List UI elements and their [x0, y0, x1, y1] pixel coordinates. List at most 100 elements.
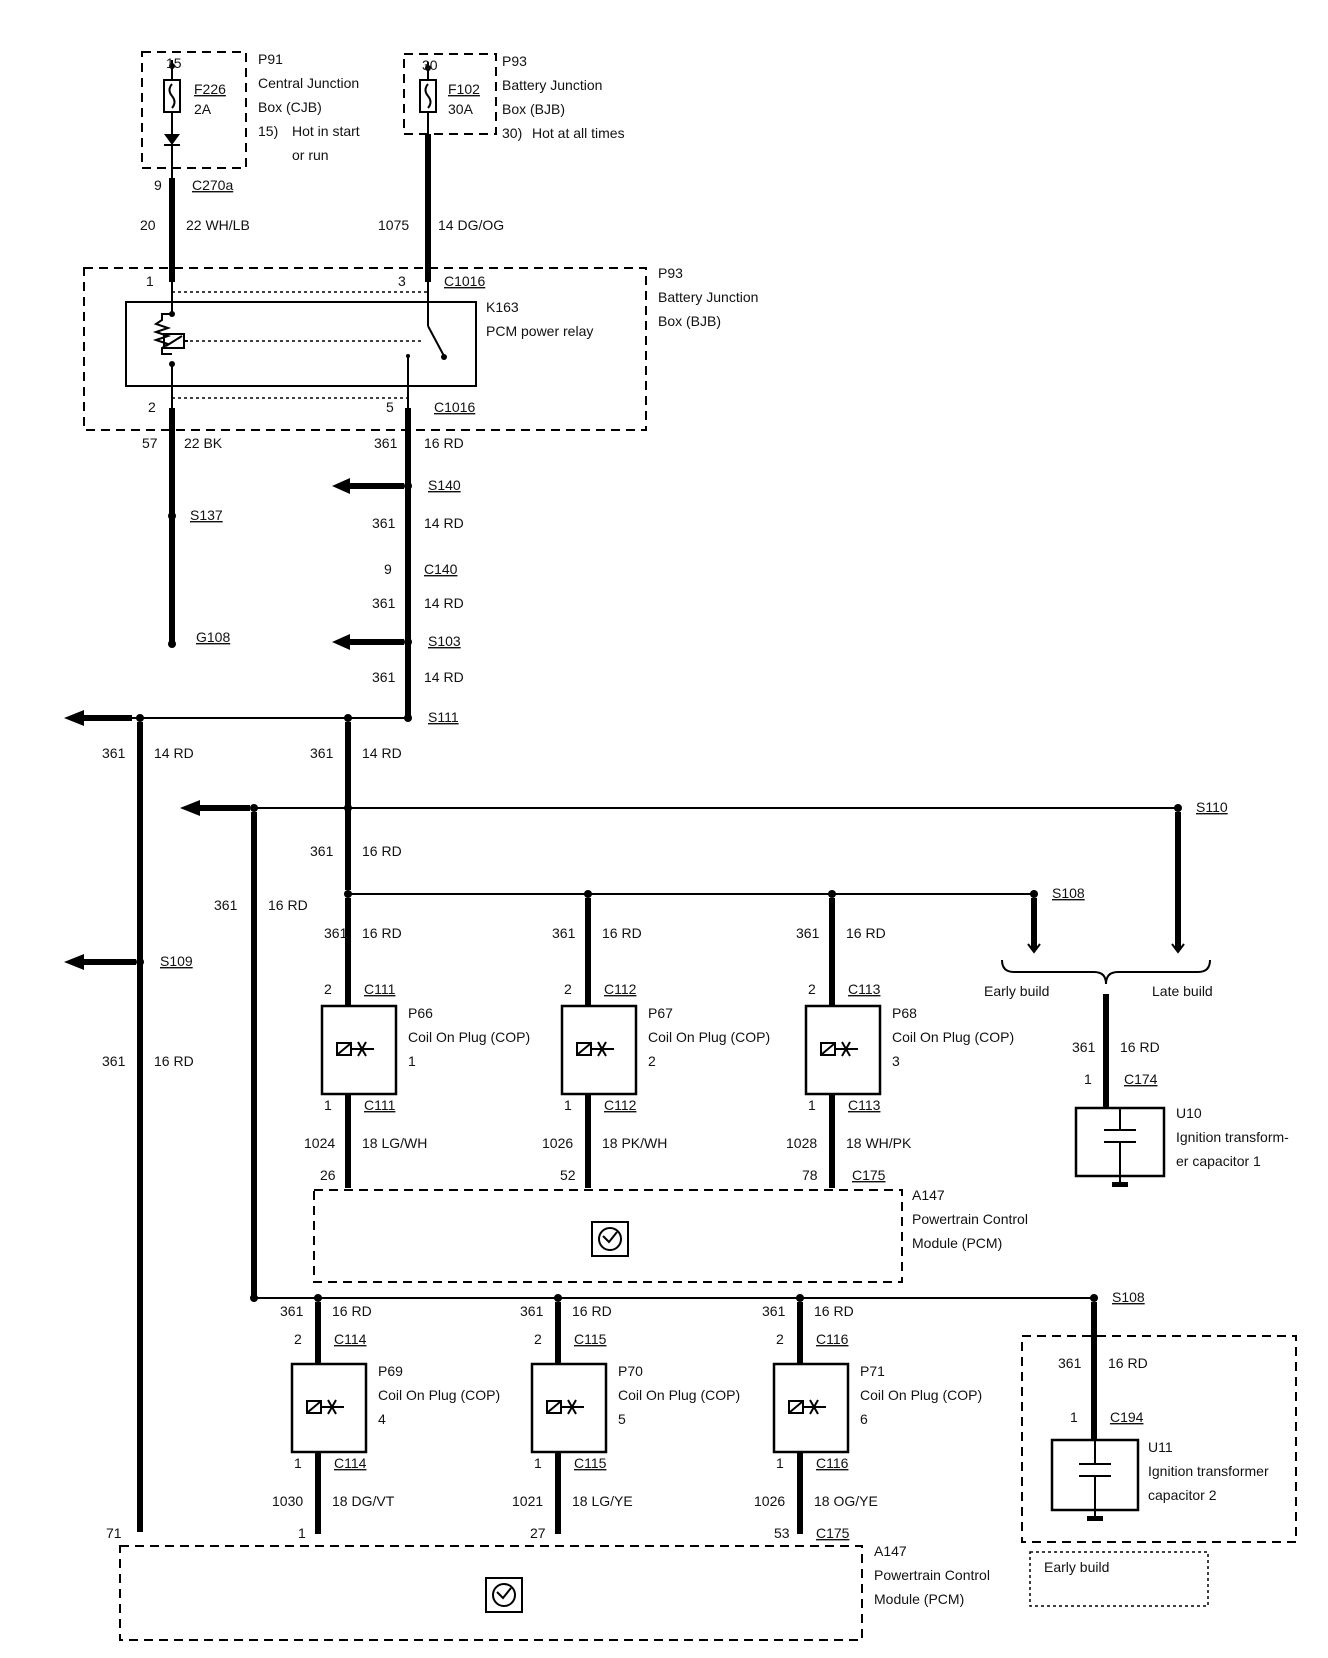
wire-circuit: 1028 [786, 1135, 817, 1151]
wire-spec: 14 RD [424, 515, 464, 531]
wire-circuit: 361 [372, 669, 396, 685]
wire-spec: 16 RD [1120, 1039, 1160, 1055]
pin-label: 1 [324, 1097, 332, 1113]
connector-c113-bottom: C113 [848, 1097, 881, 1113]
p91-pin: 15 [166, 55, 182, 71]
wire-spec: 16 RD [424, 435, 464, 451]
wire-circuit: 361 [796, 925, 820, 941]
k163-pcm-power-relay: K163 PCM power relay [125, 282, 593, 408]
pcm-icon [591, 1221, 629, 1257]
splice-s103: S103 [428, 633, 461, 649]
pcm-upper-name: Powertrain Control [912, 1211, 1028, 1227]
pin-label: 1 [564, 1097, 572, 1113]
pin-label: 71 [106, 1525, 122, 1541]
wire-spec: 16 RD [154, 1053, 194, 1069]
early-build-box-label: Early build [1044, 1559, 1109, 1575]
wire-spec: 14 RD [424, 595, 464, 611]
connector-c174: C174 [1124, 1071, 1158, 1087]
connector-c270a: C270a [192, 177, 233, 193]
wire-spec: 18 LG/WH [362, 1135, 427, 1151]
p69-num: 4 [378, 1411, 386, 1427]
wire-circuit: 1026 [542, 1135, 573, 1151]
wire-circuit: 361 [324, 925, 348, 941]
pin-label: 53 [774, 1525, 790, 1541]
wire-circuit: 1075 [378, 217, 409, 233]
wire-circuit: 361 [762, 1303, 786, 1319]
fuse-f226: F226 [194, 81, 226, 97]
wire-spec: 18 OG/YE [814, 1493, 878, 1509]
pin-label: 2 [808, 981, 816, 997]
pin-label: 5 [386, 399, 394, 415]
u11-name: Ignition transformer [1148, 1463, 1269, 1479]
pin-label: 1 [1084, 1071, 1092, 1087]
wire-spec: 18 DG/VT [332, 1493, 395, 1509]
connector-c112-bottom: C112 [604, 1097, 637, 1113]
pin-label: 2 [534, 1331, 542, 1347]
pin-label: 3 [398, 273, 406, 289]
pin-label: 1 [298, 1525, 306, 1541]
connector-c116-bottom: C116 [816, 1455, 849, 1471]
splice-s111: S111 [428, 709, 459, 725]
p93-name: Battery Junction [502, 77, 602, 93]
connector-c116-top: C116 [816, 1331, 849, 1347]
p93-battery-junction-box: P93 Battery Junction Box (BJB) 1 3 C1016… [83, 265, 758, 431]
arrow-left-icon [332, 478, 350, 494]
fuse-f102-rating: 30A [448, 101, 474, 117]
wire-spec: 18 WH/PK [846, 1135, 912, 1151]
u10-ignition-capacitor-1: U10 Ignition transform- er capacitor 1 [1074, 1105, 1289, 1187]
p91-ref: P91 [258, 51, 283, 67]
p67-num: 2 [648, 1053, 656, 1069]
wire-circuit: 1030 [272, 1493, 303, 1509]
connector-c111-top: C111 [364, 981, 396, 997]
wire-spec: 16 RD [602, 925, 642, 941]
ground-icon [1112, 1182, 1128, 1187]
ground-g108: G108 [196, 629, 230, 645]
wire-spec: 16 RD [268, 897, 308, 913]
connector-c115-bottom: C115 [574, 1455, 607, 1471]
p91-note: or run [292, 147, 329, 163]
ground-icon [1087, 1516, 1103, 1521]
early-build-label: Early build [984, 983, 1049, 999]
splice-s109: S109 [160, 953, 193, 969]
p93-battery-junction-box-top: 30 F102 30A P93 Battery Junction Box (BJ… [403, 53, 625, 141]
p68-name: Coil On Plug (COP) [892, 1029, 1014, 1045]
pcm-lower-name: Module (PCM) [874, 1591, 964, 1607]
p71-num: 6 [860, 1411, 868, 1427]
wire-circuit: 361 [1058, 1355, 1082, 1371]
wire-spec: 14 RD [362, 745, 402, 761]
p68-ref: P68 [892, 1005, 917, 1021]
wire-circuit: 1024 [304, 1135, 335, 1151]
pin-label: 26 [320, 1167, 336, 1183]
p93-note: Hot at all times [532, 125, 625, 141]
coil-p70: 361 16 RD 2 C115 P70 Coil On Plug (COP) … [512, 1302, 740, 1541]
coil-p68: 361 16 RD 2 C113 P68 Coil On Plug (COP) … [786, 898, 1014, 1188]
wire-circuit: 361 [280, 1303, 304, 1319]
pin-label: 9 [384, 561, 392, 577]
pin-label: 1 [1070, 1409, 1078, 1425]
wire-circuit: 361 [374, 435, 398, 451]
pin-label: 1 [534, 1455, 542, 1471]
splice-s110: S110 [1196, 799, 1228, 815]
pcm-module-lower: 71 A147 Powertrain Control Module (PCM) [106, 1525, 990, 1641]
pin-label: 1 [146, 273, 154, 289]
connector-c114-top: C114 [334, 1331, 367, 1347]
splice-s108-top: S108 [1052, 885, 1085, 901]
p93-note-num: 30) [502, 125, 522, 141]
connector-c194: C194 [1110, 1409, 1144, 1425]
connector-c111-bottom: C111 [364, 1097, 396, 1113]
pcm-upper-ref: A147 [912, 1187, 945, 1203]
p93-box-name: Battery Junction [658, 289, 758, 305]
coil-p69: 361 16 RD 2 C114 P69 Coil On Plug (COP) … [272, 1302, 500, 1541]
connector-c1016-top: C1016 [444, 273, 485, 289]
splice-s137-dot [168, 512, 176, 520]
p71-name: Coil On Plug (COP) [860, 1387, 982, 1403]
wire-circuit: 361 [1072, 1039, 1096, 1055]
p91-note: Hot in start [292, 123, 360, 139]
p68-num: 3 [892, 1053, 900, 1069]
wire-spec: 14 RD [154, 745, 194, 761]
pcm-lower-name: Powertrain Control [874, 1567, 990, 1583]
pin-label: 2 [294, 1331, 302, 1347]
wire-spec: 16 RD [1108, 1355, 1148, 1371]
wire-circuit: 361 [520, 1303, 544, 1319]
pin-label: 1 [808, 1097, 816, 1113]
